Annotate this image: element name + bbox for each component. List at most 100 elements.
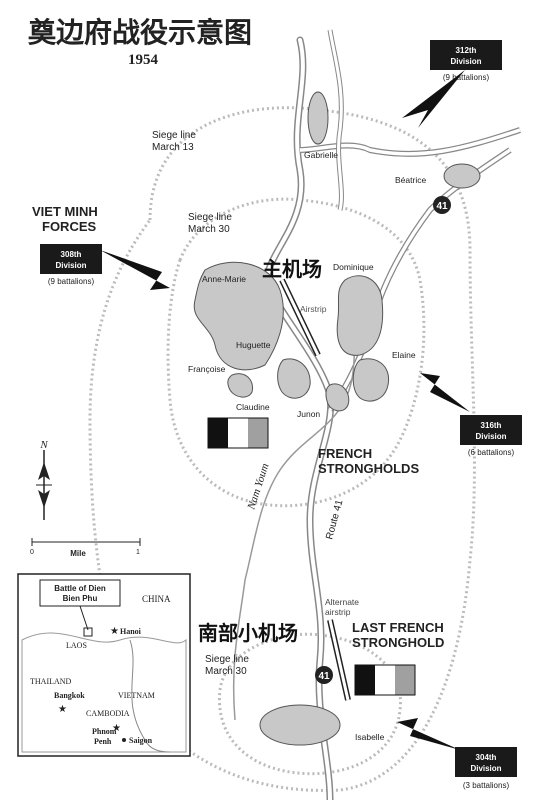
viet-minh-label-1: VIET MINH [32, 204, 98, 219]
siege-label-1b: March 13 [152, 142, 194, 153]
compass-rose [36, 450, 52, 520]
label-junon: Junon [297, 409, 320, 419]
stronghold-elaine-area [352, 358, 390, 402]
nam-youm-river [232, 299, 361, 721]
division-304-name: 304th [476, 753, 497, 762]
siege-label-1a: Siege line [152, 130, 196, 141]
map-year: 1954 [128, 52, 159, 68]
saigon-dot [122, 738, 126, 742]
label-isabelle: Isabelle [355, 732, 385, 742]
division-304-division: Division [470, 764, 501, 773]
alternate-airstrip [328, 619, 350, 701]
siege-label-3b: March 30 [205, 666, 247, 677]
label-gabrielle: Gabrielle [304, 150, 338, 160]
inset-title-box [39, 579, 121, 607]
inset-borders [21, 632, 187, 753]
arrow-308-attack [100, 250, 170, 290]
scale-end: 1 [136, 549, 140, 556]
french-strongholds-label-1: FRENCH [318, 446, 372, 461]
siege-line-march-30-north [166, 197, 426, 508]
french-flag-main [207, 417, 269, 449]
label-airstrip-alt: airstrip [325, 607, 351, 617]
inset-title-1: Battle of Dien [54, 584, 106, 593]
inset-vietnam: VIETNAM [118, 691, 155, 700]
division-316-name: 316th [481, 421, 502, 430]
main-airfield-cn: 主机场 [262, 257, 322, 281]
label-elaine: Elaine [392, 350, 416, 360]
label-claudine: Claudine [236, 402, 270, 412]
label-alternate: Alternate [325, 597, 359, 607]
inset-bangkok: Bangkok [54, 691, 85, 700]
stronghold-anne-marie-huguette-area [193, 261, 284, 371]
inset-laos: LAOS [66, 641, 87, 650]
scale-start: 0 [30, 549, 34, 556]
inset-phnom: Phnom [92, 727, 117, 736]
siege-line-march-13 [88, 106, 476, 792]
division-312-division: Division [450, 57, 481, 66]
division-304-box [455, 747, 517, 777]
stronghold-dominique-area [336, 275, 384, 356]
map-title: 奠边府战役示意图 [28, 16, 252, 49]
stronghold-claudine-area [277, 358, 311, 399]
hanoi-star: ★ [110, 626, 119, 637]
stronghold-beatrice-area [443, 163, 481, 189]
compass-north: N [39, 439, 48, 451]
stronghold-gabrielle-area [307, 91, 329, 145]
siege-line-march-30-south [217, 632, 402, 776]
route-41-badge-north-text: 41 [436, 201, 448, 212]
division-308-box [40, 244, 102, 274]
dien-bien-phu-marker [83, 627, 93, 637]
label-airstrip: Airstrip [300, 304, 327, 314]
road-north [328, 29, 343, 211]
division-312-box [430, 40, 502, 70]
siege-label-3a: Siege line [205, 654, 249, 665]
scale-unit: Mile [70, 549, 86, 558]
stronghold-junon-area [325, 383, 350, 412]
arrow-312-attack [402, 70, 465, 128]
arrow-304-attack [397, 718, 460, 750]
french-flag-south [354, 664, 416, 696]
main-airstrip [280, 279, 320, 356]
inset-hanoi: Hanoi [120, 627, 142, 636]
division-316-division: Division [475, 432, 506, 441]
label-dominique: Dominique [333, 262, 374, 272]
route-41-badge-south-text: 41 [318, 671, 330, 682]
label-francoise: Françoise [188, 364, 226, 374]
siege-label-2b: March 30 [188, 224, 230, 235]
division-308-name: 308th [61, 250, 82, 259]
siege-label-2a: Siege line [188, 212, 232, 223]
inset-pointer [79, 605, 89, 631]
last-stronghold-label-2: STRONGHOLD [352, 635, 444, 650]
label-anne-marie: Anne-Marie [202, 274, 246, 284]
last-stronghold-label-1: LAST FRENCH [352, 620, 444, 635]
phnom-penh-star: ★ [112, 723, 121, 734]
division-304-battalions: (3 battalions) [463, 781, 510, 790]
arrow-316-attack [420, 373, 470, 412]
route-41-badge-north [433, 196, 451, 214]
viet-minh-label-2: FORCES [42, 219, 97, 234]
division-312-name: 312th [456, 46, 477, 55]
french-strongholds-label-2: STRONGHOLDS [318, 461, 419, 476]
route-41-badge-south [315, 666, 333, 684]
stronghold-francoise-area [227, 373, 254, 398]
division-308-division: Division [55, 261, 86, 270]
bangkok-star: ★ [58, 704, 67, 715]
inset-cambodia: CAMBODIA [86, 709, 130, 718]
division-316-battalions: (6 battalions) [468, 448, 515, 457]
inset-title-2: Bien Phu [63, 594, 98, 603]
inset-penh: Penh [94, 737, 112, 746]
division-316-box [460, 415, 522, 445]
scale-bar [31, 538, 141, 546]
inset-saigon: Saigon [129, 736, 153, 745]
inset-china: CHINA [142, 594, 171, 604]
inset-coastline [129, 639, 171, 753]
stronghold-isabelle-area [259, 704, 341, 746]
label-huguette: Huguette [236, 340, 271, 350]
south-airfield-cn: 南部小机场 [198, 621, 298, 645]
label-beatrice: Béatrice [395, 175, 426, 185]
road-east [299, 128, 521, 156]
division-308-battalions: (9 battalions) [48, 277, 95, 286]
division-312-battalions: (9 battalions) [443, 73, 490, 82]
inset-thailand: THAILAND [30, 677, 72, 686]
